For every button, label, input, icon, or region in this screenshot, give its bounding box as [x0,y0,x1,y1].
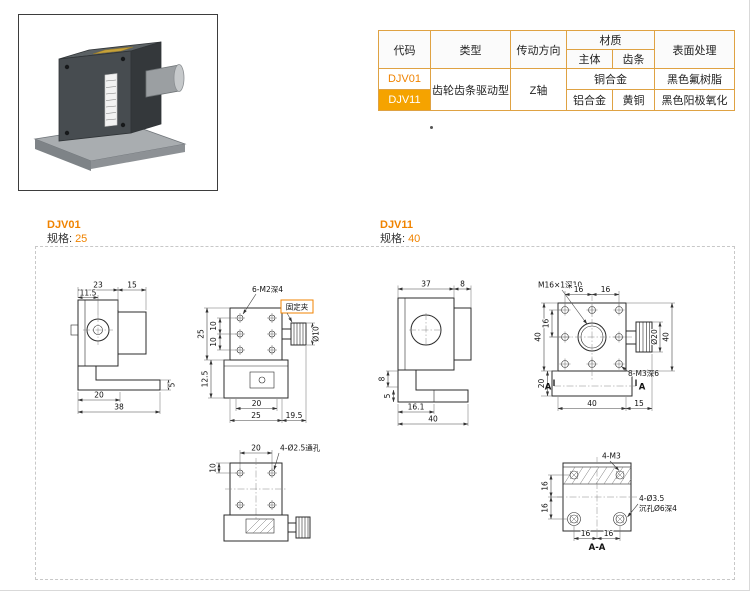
dim-label: 16 [542,319,551,329]
header-direction: 传动方向 [510,30,567,69]
dim-label: 16 [541,503,550,513]
dim-label: 10 [209,463,218,473]
dim-label: 19.5 [286,411,303,420]
cell-direction: Z轴 [510,68,567,111]
callout-label: 固定夹 [286,302,309,312]
dim-label: 40 [428,415,438,424]
djv01-drawings: 23 15 11.5 20 38 5 [70,280,322,542]
cell-body-rack-djv01: 铜合金 [566,68,655,90]
dim-label: 38 [114,403,124,412]
dim-label: 23 [93,281,103,290]
clamp-knob [635,321,653,353]
dim-label: 16.1 [408,403,425,412]
view-title: A-A [589,543,606,553]
djv01-section-title: DJV01 [47,219,81,231]
djv01-spec: 规格:25 [47,232,87,246]
dim-label: 10 [209,337,218,347]
dim-label: 15 [634,399,644,408]
dim-label: 16 [601,285,611,294]
dim-label: Ø10 [312,326,321,342]
clamp-callout-box [280,299,314,314]
cell-type: 齿轮齿条驱动型 [430,68,511,111]
dim-label: 40 [662,332,671,342]
header-material-rack: 齿条 [612,49,655,69]
section-letter: A [545,383,552,393]
dim-label: 25 [197,329,206,339]
table-row: DJV11 铝合金 黄铜 黑色阳极氧化 [378,89,735,111]
dim-label: 10 [209,321,218,331]
djv11-section-view: 16 16 16 16 A-A 4-M3 4-Ø3.5 沉孔Ø6深4 [540,451,679,554]
dim-label: 16 [581,529,591,538]
header-surface: 表面处理 [654,30,735,69]
dim-label: 16 [604,529,614,538]
djv11-section-header: DJV11 规格:40 [380,218,420,246]
section-letter: A [639,383,646,393]
callout-label: 沉孔Ø6深4 [639,504,677,513]
djv01-bottom-view: 20 4-Ø2.5通孔 10 [208,442,322,542]
cell-code-djv01: DJV01 [378,68,431,90]
header-material-body: 主体 [566,49,613,69]
spec-table: 代码 类型 传动方向 材质 表面处理 主体 齿条 DJV01 齿轮齿条驱动型 Z… [378,30,735,111]
cell-body-djv11: 铝合金 [566,89,613,111]
djv11-front-view: M16×1深10 16 16 40 16 20 A A 8-M3深6 [533,280,675,411]
djv11-side-view: 37 8 8 5 16.1 40 [378,279,472,426]
dim-label: 5 [383,393,392,398]
clamp-knob [290,322,307,346]
drawings-area [35,246,735,580]
callout-label: 6-M2深4 [252,285,283,294]
cell-code-djv11: DJV11 [378,89,431,111]
dim-label: 20 [94,391,104,400]
djv11-section-title: DJV11 [380,219,414,231]
dim-label: 20 [251,444,261,453]
djv11-spec: 规格:40 [380,232,420,246]
callout-label: 4-Ø2.5通孔 [280,443,321,453]
spec-value: 25 [75,233,88,245]
dim-label: 40 [587,399,597,408]
dim-label: 20 [537,379,546,389]
dim-label: 16 [574,285,584,294]
photo-device-body [58,41,162,142]
cell-rack-djv11: 黄铜 [612,89,655,111]
spec-label: 规格: [47,233,73,245]
stray-mark [430,126,433,129]
photo-gold-plate [92,46,134,55]
spec-value: 40 [408,233,421,245]
callout-label: 4-Ø3.5 [639,494,665,503]
product-photo-frame [18,14,218,191]
header-code: 代码 [378,30,431,69]
header-type: 类型 [430,30,511,69]
callout-label: M16×1深10 [538,281,582,290]
dim-label: 12.5 [201,370,210,387]
dim-label: 25 [251,411,261,420]
dim-label: 11.5 [80,289,97,298]
dim-label: 8 [460,280,465,289]
callout-label: 8-M3深6 [628,369,659,378]
photo-knob [145,64,185,98]
djv01-section-header: DJV01 规格:25 [47,218,87,246]
djv11-drawings: 37 8 8 5 16.1 40 [378,279,679,554]
dim-label: Ø20 [650,329,659,345]
cell-surface-djv01: 黑色氟树脂 [654,68,735,90]
spec-label: 规格: [380,233,406,245]
callout-label: 4-M3 [602,452,621,461]
dim-label: 20 [252,399,262,408]
header-material: 材质 [566,30,655,50]
dim-label: 8 [378,376,387,381]
dim-label: 15 [127,281,137,290]
dim-label: 37 [421,280,431,289]
djv01-side-view: 23 15 11.5 20 38 5 [70,280,178,414]
dim-label: 40 [534,332,543,342]
table-row: DJV01 齿轮齿条驱动型 Z轴 铜合金 黑色氟树脂 [378,68,735,111]
djv01-front-view: 6-M2深4 固定夹 Ø10 25 10 10 12.5 [196,284,322,423]
dim-label: 16 [541,481,550,491]
dim-label: 5 [168,382,177,387]
product-photo [19,15,217,190]
cell-surface-djv11: 黑色阳极氧化 [654,89,735,111]
clamp-knob [295,516,311,539]
